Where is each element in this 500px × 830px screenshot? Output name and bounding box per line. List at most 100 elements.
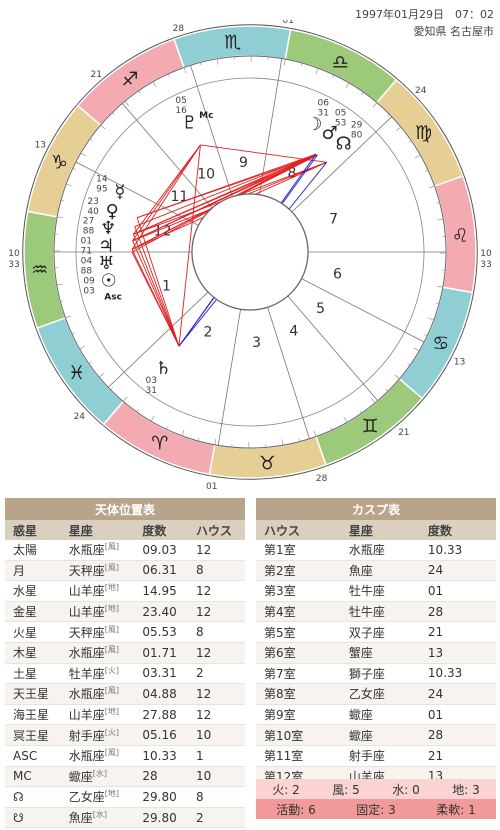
cusp-degree-label: 10 [480, 249, 492, 259]
saturn-glyph: ♄ [155, 358, 171, 379]
sign-name: 蠍座 [68, 769, 93, 784]
sign-element: [火] [104, 727, 119, 737]
planet-house: 8 [188, 560, 245, 582]
degree-tick [283, 59, 286, 66]
degree-tick [300, 62, 303, 66]
element-summary: 火: 2 風: 5 水: 0 地: 3 活動: 6 固定: 3 柔軟: 1 [256, 779, 496, 819]
planet-sign: 水瓶座[風] [60, 683, 135, 705]
cusp-degree-label: 01 [206, 482, 217, 490]
degree-tick [330, 427, 333, 431]
cusp-minute-label: 33 [8, 260, 19, 270]
cusp-degree: 01 [419, 704, 496, 726]
sign-glyph: ♓ [68, 362, 85, 384]
planet-name: 土星 [5, 663, 61, 685]
degree-tick [60, 199, 64, 202]
degree-tick [167, 73, 170, 77]
body-degree: 05 [335, 108, 346, 118]
sign-name: 水瓶座 [68, 646, 105, 661]
cusp-degree-label: 24 [415, 86, 427, 96]
body-degree: 05 [175, 96, 186, 106]
planet-name: ☊ [5, 786, 61, 808]
cusp-degree-label: 28 [173, 24, 185, 34]
planet-house: 2 [188, 807, 245, 829]
col-sign: 星座 [340, 520, 420, 540]
air-count: 風: 5 [332, 782, 360, 797]
neptune-glyph: ♆ [100, 218, 116, 239]
cusp-house: 第3室 [256, 580, 341, 602]
sign-element: [風] [104, 542, 119, 552]
sign-name: 水瓶座 [68, 749, 105, 764]
planet-degree: 05.53 [134, 621, 188, 643]
degree-tick [424, 334, 428, 337]
house-number: 10 [197, 166, 215, 182]
sign-name: 魚座 [68, 811, 93, 826]
cusp-sign: 獅子座 [340, 663, 420, 685]
planet-name: 冥王星 [5, 724, 61, 746]
degree-tick [89, 138, 93, 141]
body-minute: 95 [96, 185, 107, 195]
sign-element: [地] [104, 583, 119, 593]
sign-glyph: ♎ [332, 51, 349, 73]
sign-element: [火] [104, 665, 119, 675]
degree-tick [414, 154, 421, 159]
cusp-degree-label: 28 [316, 474, 328, 484]
planet-degree: 03.31 [134, 663, 188, 685]
degree-tick [165, 426, 168, 430]
degree-tick [60, 300, 64, 302]
planet-degree: 14.95 [134, 580, 188, 602]
sign-element: [風] [104, 624, 119, 634]
house-number: 9 [239, 155, 248, 171]
aspect-line [131, 144, 201, 250]
degree-tick [407, 363, 411, 366]
degree-tick [413, 347, 420, 352]
planet-degree: 05.16 [134, 724, 188, 746]
body-degree: 01 [80, 237, 91, 247]
sign-element: [地] [104, 789, 119, 799]
cusp-sign: 乙女座 [340, 683, 420, 705]
house-number: 2 [204, 325, 213, 341]
cusp-degree: 28 [419, 724, 496, 746]
degree-tick [56, 283, 63, 286]
body-minute: 31 [146, 386, 157, 396]
sign-glyph: ♋ [432, 332, 449, 354]
body-minute: 40 [87, 207, 99, 217]
planet-name: 水星 [5, 580, 61, 602]
degree-tick [150, 415, 155, 422]
planet-sign: 水瓶座[風] [60, 642, 135, 664]
degree-tick [200, 62, 202, 66]
cusp-degree-label: 01 [283, 20, 294, 26]
aspect-line [136, 154, 318, 219]
aspect-line [200, 144, 327, 163]
sign-glyph: ♐ [121, 68, 138, 90]
degree-tick [428, 317, 434, 321]
house-cusp-line [190, 65, 233, 197]
sign-name: 水瓶座 [68, 687, 105, 702]
cusp-sign: 射手座 [340, 745, 420, 767]
degree-tick [371, 398, 376, 404]
col-planet: 惑星 [5, 520, 61, 540]
sign-name: 山羊座 [68, 708, 105, 723]
cusp-degree-label: 13 [35, 141, 46, 151]
sign-glyph: ♉ [259, 452, 276, 474]
degree-tick [98, 373, 104, 378]
degree-tick [361, 91, 364, 95]
sign-name: 水瓶座 [68, 543, 105, 558]
aspect-line [178, 144, 201, 347]
body-degree: 09 [83, 276, 95, 286]
degree-tick [343, 416, 348, 423]
planet-house: 8 [188, 786, 245, 808]
cusp-degree: 24 [419, 560, 496, 582]
degree-tick [387, 113, 390, 117]
fixed-count: 固定: 3 [356, 802, 396, 817]
earth-count: 地: 3 [452, 782, 480, 797]
